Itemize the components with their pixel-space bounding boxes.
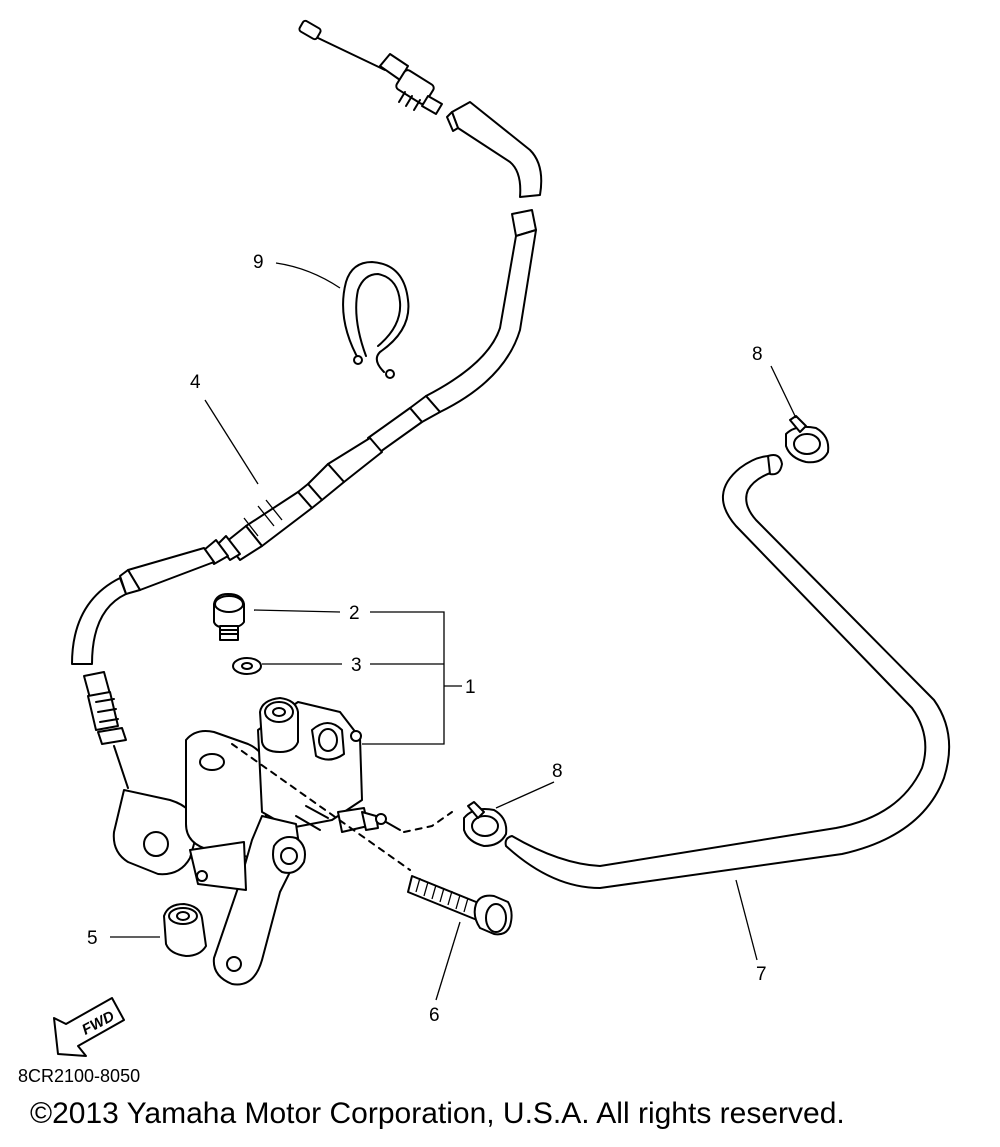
callout-2: 2 [349,603,360,624]
callout-6: 6 [429,1005,440,1026]
hose-clamp-upper[interactable] [785,415,830,464]
diagram-reference-code: 8CR2100-8050 [18,1066,141,1086]
callout-7: 7 [756,964,767,985]
leader-lines [110,262,797,1001]
long-bolt[interactable] [407,875,513,936]
callout-5: 5 [87,928,98,949]
callout-4: 4 [190,372,201,393]
callout-1: 1 [465,677,476,698]
cable-top-end [298,19,443,115]
cable-upper-sheath [446,101,543,198]
oil-pump-assembly[interactable] [112,697,453,986]
copyright-notice: ©2013 Yamaha Motor Corporation, U.S.A. A… [30,1097,845,1130]
cable-clip[interactable] [342,261,410,379]
oil-hose[interactable] [504,454,951,889]
washer[interactable] [232,657,262,675]
callout-9: 9 [253,252,264,273]
cable-lower-sheath [71,547,215,789]
callout-3: 3 [351,655,362,676]
cable-adjuster[interactable] [203,483,323,565]
callout-8-lower: 8 [552,761,563,782]
cable-assembly[interactable] [71,19,543,789]
nut[interactable] [163,903,207,957]
bolt[interactable] [213,593,245,641]
cable-mid-sheath [307,209,537,501]
hose-clamp-lower[interactable] [463,801,508,847]
fwd-arrow-icon: FWD [53,997,125,1057]
callout-labels: 9 4 8 2 3 1 8 5 7 6 [87,252,767,1026]
callout-8-upper: 8 [752,344,763,365]
